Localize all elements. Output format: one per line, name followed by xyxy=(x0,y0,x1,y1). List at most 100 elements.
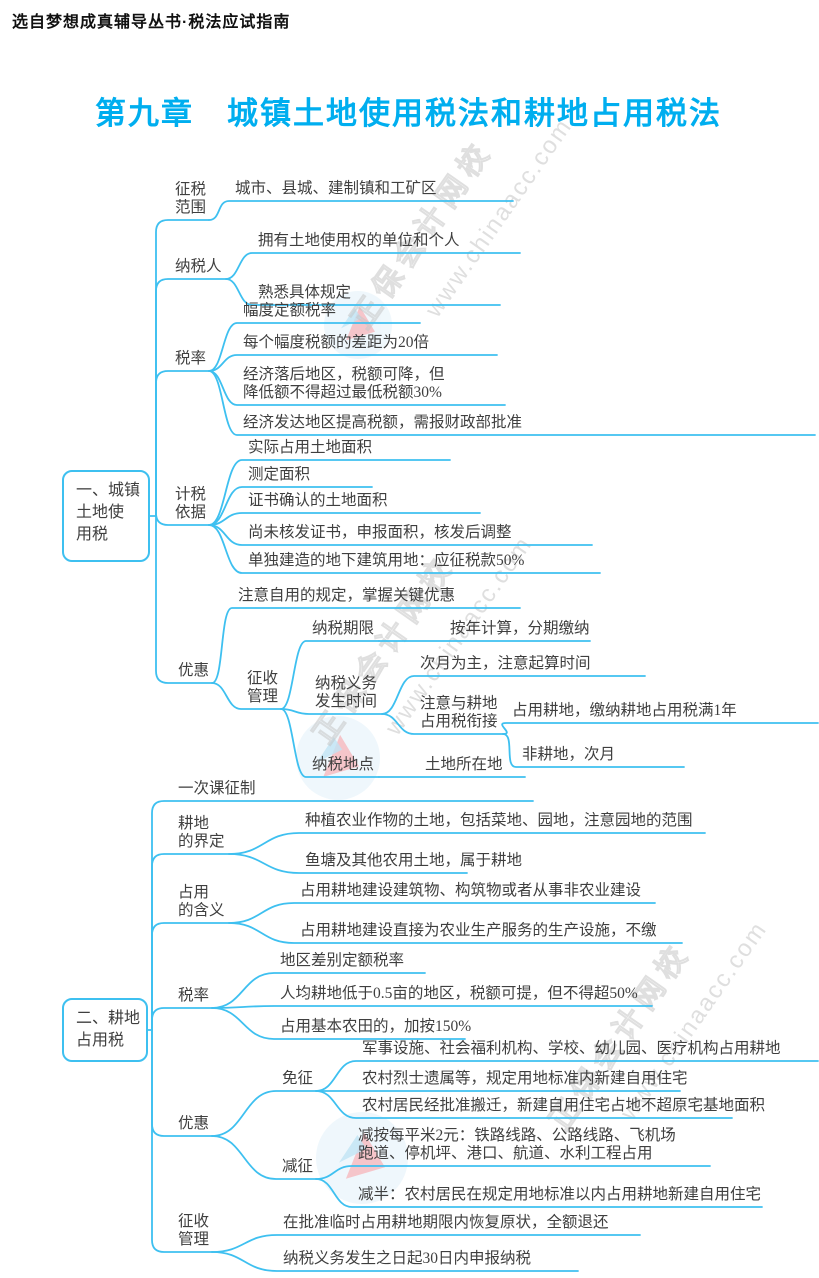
text-line: 降低额不得超过最低税额30% xyxy=(243,384,442,401)
text-line: 占用税衔接 xyxy=(420,713,498,730)
branch-label-gddjd: 耕地的界定 xyxy=(178,815,225,851)
leaf-text-zhengshu: 证书确认的土地面积 xyxy=(248,492,388,510)
connector-line xyxy=(151,1007,213,1031)
text-line: 的界定 xyxy=(178,833,225,850)
leaf-text-yongyou: 拥有土地使用权的单位和个人 xyxy=(258,232,460,250)
text-line: 土地所在地 xyxy=(425,756,503,773)
leaf-text-yici: 一次课征制 xyxy=(178,780,256,798)
leaf-text-jianan: 减按每平米2元：铁路线路、公路线路、飞机场跑道、停机坪、港口、航道、水利工程占用 xyxy=(358,1127,676,1163)
leaf-text-ciyue: 次月为主，注意起算时间 xyxy=(420,655,591,673)
leaf-text-anji: 按年计算，分期缴纳 xyxy=(450,620,590,638)
page-header: 选自梦想成真辅导丛书·税法应试指南 xyxy=(12,14,291,31)
text-line: 计税 xyxy=(175,486,207,503)
text-line: 占用 xyxy=(178,884,210,901)
text-line: 发生时间 xyxy=(315,693,378,710)
connector-line xyxy=(208,200,514,221)
text-line: 种植农业作物的土地，包括菜地、园地，注意园地的范围 xyxy=(305,812,693,829)
text-line: 城市、县城、建制镇和工矿区 xyxy=(235,180,437,197)
leaf-text-meige: 每个幅度税额的差距为20倍 xyxy=(243,334,429,352)
text-line: 证书确认的土地面积 xyxy=(248,492,388,509)
leaf-text-jiben: 占用基本农田的，加按150% xyxy=(280,1018,471,1036)
root-node-label: 土地使 xyxy=(76,504,125,521)
leaf-text-zhanyong: 占用耕地，缴纳耕地占用税满1年 xyxy=(512,702,737,720)
text-line: 纳税人 xyxy=(175,258,222,275)
leaf-text-chengshi: 城市、县城、建制镇和工矿区 xyxy=(235,180,437,198)
text-line: 尚未核发证书，申报面积，核发后调整 xyxy=(248,524,512,541)
root-node-label: 二、耕地 xyxy=(76,1010,141,1027)
text-line: 占用耕地，缴纳耕地占用税满1年 xyxy=(512,702,737,719)
leaf-text-dandu: 单独建造的地下建筑用地：应征税款50% xyxy=(248,552,524,570)
text-line: 军事设施、社会福利机构、学校、幼儿园、医疗机构占用耕地 xyxy=(362,1040,781,1057)
branch-label-mz: 免征 xyxy=(282,1070,313,1088)
branch-label-sl: 税率 xyxy=(175,350,206,368)
text-line: 范围 xyxy=(175,199,207,216)
text-line: 非耕地，次月 xyxy=(522,746,616,763)
text-line: 管理 xyxy=(178,1231,210,1248)
connector-line xyxy=(155,278,227,517)
chapter-title: 第九章 城镇土地使用税法和耕地占用税法 xyxy=(95,96,722,131)
text-line: 优惠 xyxy=(178,662,210,679)
text-line: 鱼塘及其他农用土地，属于耕地 xyxy=(305,852,523,869)
leaf-text-shangwei: 尚未核发证书，申报面积，核发后调整 xyxy=(248,524,512,542)
text-line: 征收 xyxy=(178,1213,210,1230)
branch-label-zygd: 注意与耕地占用税衔接 xyxy=(420,695,498,731)
leaf-text-banqian: 农村居民经批准搬迁，新建自用住宅占地不超原宅基地面积 xyxy=(362,1097,765,1115)
leaf-text-shuxi: 熟悉具体规定 xyxy=(258,284,351,302)
text-line: 农村居民经批准搬迁，新建自用住宅占地不超原宅基地面积 xyxy=(362,1097,766,1114)
site-url-watermark: www.chinaacc.com xyxy=(420,113,578,323)
text-line: 一次课征制 xyxy=(178,780,256,797)
text-line: 农村烈士遗属等，规定用地标准内新建自用住宅 xyxy=(362,1070,688,1087)
text-line: 次月为主，注意起算时间 xyxy=(420,655,591,672)
leaf-text-renjun: 人均耕地低于0.5亩的地区，税额可提，但不得超50% xyxy=(280,985,638,1003)
connector-line xyxy=(211,1005,653,1009)
leaf-text-tudi: 土地所在地 xyxy=(425,756,503,774)
text-line: 占用耕地建设建筑物、构筑物或者从事非农业建设 xyxy=(300,882,642,899)
text-line: 经济落后地区，税额可降，但 xyxy=(243,366,445,383)
text-line: 的含义 xyxy=(178,902,225,919)
text-line: 减半：农村居民在规定用地标准以内占用耕地新建自用住宅 xyxy=(358,1186,762,1203)
text-line: 幅度定额税率 xyxy=(243,302,337,319)
branch-label-nsqx: 纳税期限 xyxy=(312,620,374,638)
leaf-text-jianzhu: 占用耕地建设建筑物、构筑物或者从事非农业建设 xyxy=(300,882,641,900)
connector-line xyxy=(211,1090,317,1137)
leaf-text-shenbao: 纳税义务发生之日起30日内申报纳税 xyxy=(283,1250,531,1268)
site-url-watermark: www.chinaacc.com xyxy=(615,916,773,1126)
text-line: 在批准临时占用耕地期限内恢复原状，全额退还 xyxy=(283,1214,609,1231)
leaf-text-junshi: 军事设施、社会福利机构、学校、幼儿园、医疗机构占用耕地 xyxy=(362,1040,781,1058)
text-line: 减按每平米2元：铁路线路、公路线路、飞机场 xyxy=(358,1127,676,1144)
leaf-text-luohou: 经济落后地区，税额可降，但降低额不得超过最低税额30% xyxy=(243,366,445,402)
connector-line xyxy=(225,252,521,280)
root-node-root1: 一、城镇土地使用税 xyxy=(62,470,150,562)
text-line: 地区差别定额税率 xyxy=(280,952,405,969)
text-line: 人均耕地低于0.5亩的地区，税额可提，但不得超50% xyxy=(280,985,638,1002)
leaf-text-shiji: 实际占用土地面积 xyxy=(248,439,372,457)
text-line: 优惠 xyxy=(178,1115,210,1132)
text-line: 减征 xyxy=(282,1158,314,1175)
leaf-text-feigeng: 非耕地，次月 xyxy=(522,746,615,764)
branch-label-zsfw: 征税范围 xyxy=(175,181,206,217)
text-line: 征税 xyxy=(175,181,207,198)
text-line: 注意自用的规定，掌握关键优惠 xyxy=(238,587,456,604)
branch-label-zsgl2: 征收管理 xyxy=(178,1213,209,1249)
text-line: 免征 xyxy=(282,1070,314,1087)
text-line: 单独建造的地下建筑用地：应征税款50% xyxy=(248,552,525,569)
text-line: 拥有土地使用权的单位和个人 xyxy=(258,232,460,249)
leaf-text-lieshi: 农村烈士遗属等，规定用地标准内新建自用住宅 xyxy=(362,1070,688,1088)
leaf-text-zhongzhi: 种植农业作物的土地，包括菜地、园地，注意园地的范围 xyxy=(305,812,693,830)
branch-label-nsr: 纳税人 xyxy=(175,258,222,276)
text-line: 纳税义务发生之日起30日内申报纳税 xyxy=(283,1250,532,1267)
leaf-text-yutang: 鱼塘及其他农用土地，属于耕地 xyxy=(305,852,522,870)
text-line: 税率 xyxy=(178,987,210,1004)
text-line: 每个幅度税额的差距为20倍 xyxy=(243,334,430,351)
leaf-text-shengchan: 占用耕地建设直接为农业生产服务的生产设施，不缴 xyxy=(300,922,657,940)
leaf-text-zhuyi: 注意自用的规定，掌握关键优惠 xyxy=(238,587,455,605)
text-line: 经济发达地区提高税额，需报财政部批准 xyxy=(243,414,523,431)
leaf-text-jianban: 减半：农村居民在规定用地标准以内占用耕地新建自用住宅 xyxy=(358,1186,761,1204)
branch-label-yh: 优惠 xyxy=(178,662,209,680)
connector-line xyxy=(228,902,656,924)
leaf-text-huifu: 在批准临时占用耕地期限内恢复原状，全额退还 xyxy=(283,1214,609,1232)
root-node-label: 一、城镇 xyxy=(76,482,141,499)
connector-line xyxy=(315,1165,711,1180)
root-node-label: 用税 xyxy=(76,526,109,543)
text-line: 税率 xyxy=(175,350,207,367)
